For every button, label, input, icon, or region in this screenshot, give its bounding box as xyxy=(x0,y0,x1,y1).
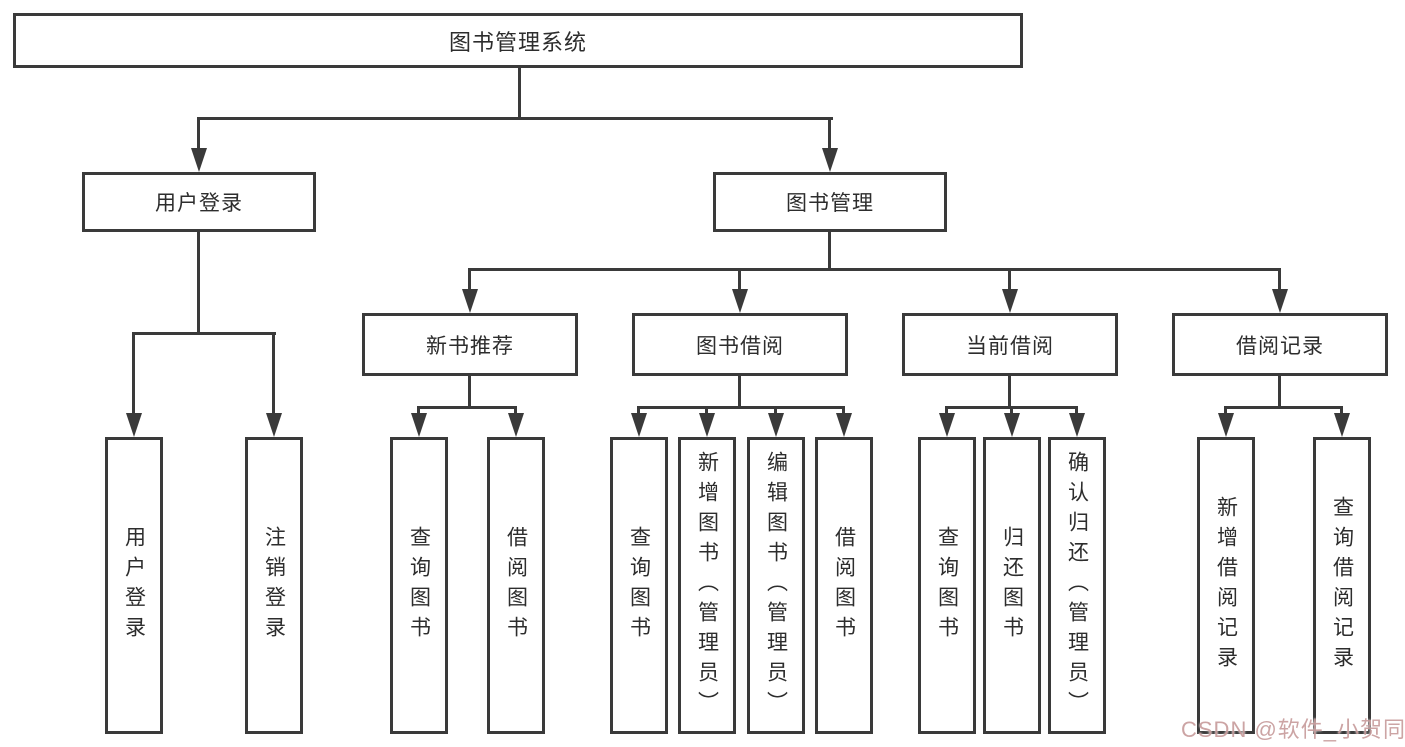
node-new-book-recommend: 新书推荐 xyxy=(362,313,578,376)
leaf-query-book-3-label: 查询图书 xyxy=(935,525,959,646)
leaf-user-login: 用户登录 xyxy=(105,437,163,734)
leaf-borrow-book-1: 借阅图书 xyxy=(487,437,545,734)
arrow-down-icon xyxy=(411,413,427,437)
connector-root-rail xyxy=(197,117,833,120)
arrow-down-icon xyxy=(939,413,955,437)
connector-new-book-drop-2 xyxy=(514,406,517,416)
node-book-borrow-label: 图书借阅 xyxy=(696,334,784,358)
connector-borrow-records-drop-2 xyxy=(1340,406,1343,416)
node-new-book-recommend-label: 新书推荐 xyxy=(426,334,514,358)
connector-borrow-records-stem xyxy=(1278,376,1281,409)
connector-user-login-drop-2 xyxy=(272,332,275,416)
arrow-down-icon xyxy=(1002,289,1018,313)
node-user-login-label: 用户登录 xyxy=(155,192,243,215)
leaf-edit-book-admin-label: 编辑图书（管理员） xyxy=(764,450,788,721)
leaf-edit-book-admin: 编辑图书（管理员） xyxy=(747,437,805,734)
connector-book-mgmt-stem xyxy=(828,232,831,271)
arrow-down-icon xyxy=(732,289,748,313)
leaf-query-borrow-record: 查询借阅记录 xyxy=(1313,437,1371,734)
leaf-return-book: 归还图书 xyxy=(983,437,1041,734)
arrow-down-icon xyxy=(508,413,524,437)
leaf-logout: 注销登录 xyxy=(245,437,303,734)
connector-user-login-rail xyxy=(132,332,276,335)
connector-root-drop-right xyxy=(828,117,831,151)
leaf-confirm-return-admin: 确认归还（管理员） xyxy=(1048,437,1106,734)
connector-book-borrow-drop-1 xyxy=(637,406,640,416)
connector-current-borrow-stem xyxy=(1008,376,1011,409)
watermark: CSDN @软件_小贺同学 xyxy=(1181,717,1405,742)
arrow-down-icon xyxy=(631,413,647,437)
connector-book-borrow-stem xyxy=(738,376,741,409)
leaf-confirm-return-admin-label: 确认归还（管理员） xyxy=(1065,450,1089,721)
leaf-query-book-3: 查询图书 xyxy=(918,437,976,734)
connector-book-mgmt-drop-1 xyxy=(468,268,471,292)
node-current-borrow: 当前借阅 xyxy=(902,313,1118,376)
node-book-management: 图书管理 xyxy=(713,172,947,232)
connector-user-login-stem xyxy=(197,232,200,335)
leaf-query-book-2-label: 查询图书 xyxy=(627,525,651,646)
arrow-down-icon xyxy=(1004,413,1020,437)
arrow-down-icon xyxy=(126,413,142,437)
leaf-add-book-admin-label: 新增图书（管理员） xyxy=(695,450,719,721)
node-current-borrow-label: 当前借阅 xyxy=(966,334,1054,358)
node-book-management-label: 图书管理 xyxy=(786,192,874,215)
connector-current-borrow-drop-3 xyxy=(1075,406,1078,416)
leaf-borrow-book-2-label: 借阅图书 xyxy=(832,525,856,646)
arrow-down-icon xyxy=(699,413,715,437)
leaf-borrow-book-1-label: 借阅图书 xyxy=(504,525,528,646)
connector-borrow-records-rail xyxy=(1224,406,1343,409)
connector-book-borrow-drop-2 xyxy=(705,406,708,416)
connector-new-book-drop-1 xyxy=(417,406,420,416)
arrow-down-icon xyxy=(462,289,478,313)
node-root: 图书管理系统 xyxy=(13,13,1023,68)
connector-book-borrow-drop-3 xyxy=(774,406,777,416)
leaf-return-book-label: 归还图书 xyxy=(1000,525,1024,646)
leaf-add-book-admin: 新增图书（管理员） xyxy=(678,437,736,734)
connector-book-borrow-drop-4 xyxy=(842,406,845,416)
leaf-add-borrow-record: 新增借阅记录 xyxy=(1197,437,1255,734)
connector-current-borrow-drop-2 xyxy=(1010,406,1013,416)
connector-new-book-stem xyxy=(468,376,471,409)
connector-book-mgmt-drop-2 xyxy=(738,268,741,292)
leaf-user-login-label: 用户登录 xyxy=(122,525,146,646)
node-root-label: 图书管理系统 xyxy=(448,29,587,55)
leaf-query-borrow-record-label: 查询借阅记录 xyxy=(1330,495,1354,676)
connector-user-login-drop-1 xyxy=(132,332,135,416)
connector-book-mgmt-drop-3 xyxy=(1008,268,1011,292)
leaf-query-book-1: 查询图书 xyxy=(390,437,448,734)
leaf-query-book-1-label: 查询图书 xyxy=(407,525,431,646)
connector-borrow-records-drop-1 xyxy=(1224,406,1227,416)
node-book-borrow: 图书借阅 xyxy=(632,313,848,376)
connector-current-borrow-drop-1 xyxy=(945,406,948,416)
leaf-add-borrow-record-label: 新增借阅记录 xyxy=(1214,495,1238,676)
connector-book-borrow-rail xyxy=(637,406,845,409)
connector-root-stem xyxy=(518,68,521,120)
arrow-down-icon xyxy=(1334,413,1350,437)
connector-new-book-rail xyxy=(417,406,517,409)
leaf-logout-label: 注销登录 xyxy=(262,525,286,646)
arrow-down-icon xyxy=(822,148,838,172)
leaf-query-book-2: 查询图书 xyxy=(610,437,668,734)
node-borrow-records: 借阅记录 xyxy=(1172,313,1388,376)
arrow-down-icon xyxy=(1218,413,1234,437)
node-borrow-records-label: 借阅记录 xyxy=(1236,334,1324,358)
leaf-borrow-book-2: 借阅图书 xyxy=(815,437,873,734)
connector-book-mgmt-drop-4 xyxy=(1278,268,1281,292)
arrow-down-icon xyxy=(191,148,207,172)
arrow-down-icon xyxy=(768,413,784,437)
arrow-down-icon xyxy=(836,413,852,437)
arrow-down-icon xyxy=(1272,289,1288,313)
node-user-login: 用户登录 xyxy=(82,172,316,232)
arrow-down-icon xyxy=(266,413,282,437)
arrow-down-icon xyxy=(1069,413,1085,437)
connector-book-mgmt-rail xyxy=(468,268,1281,271)
connector-root-drop-left xyxy=(197,117,200,151)
